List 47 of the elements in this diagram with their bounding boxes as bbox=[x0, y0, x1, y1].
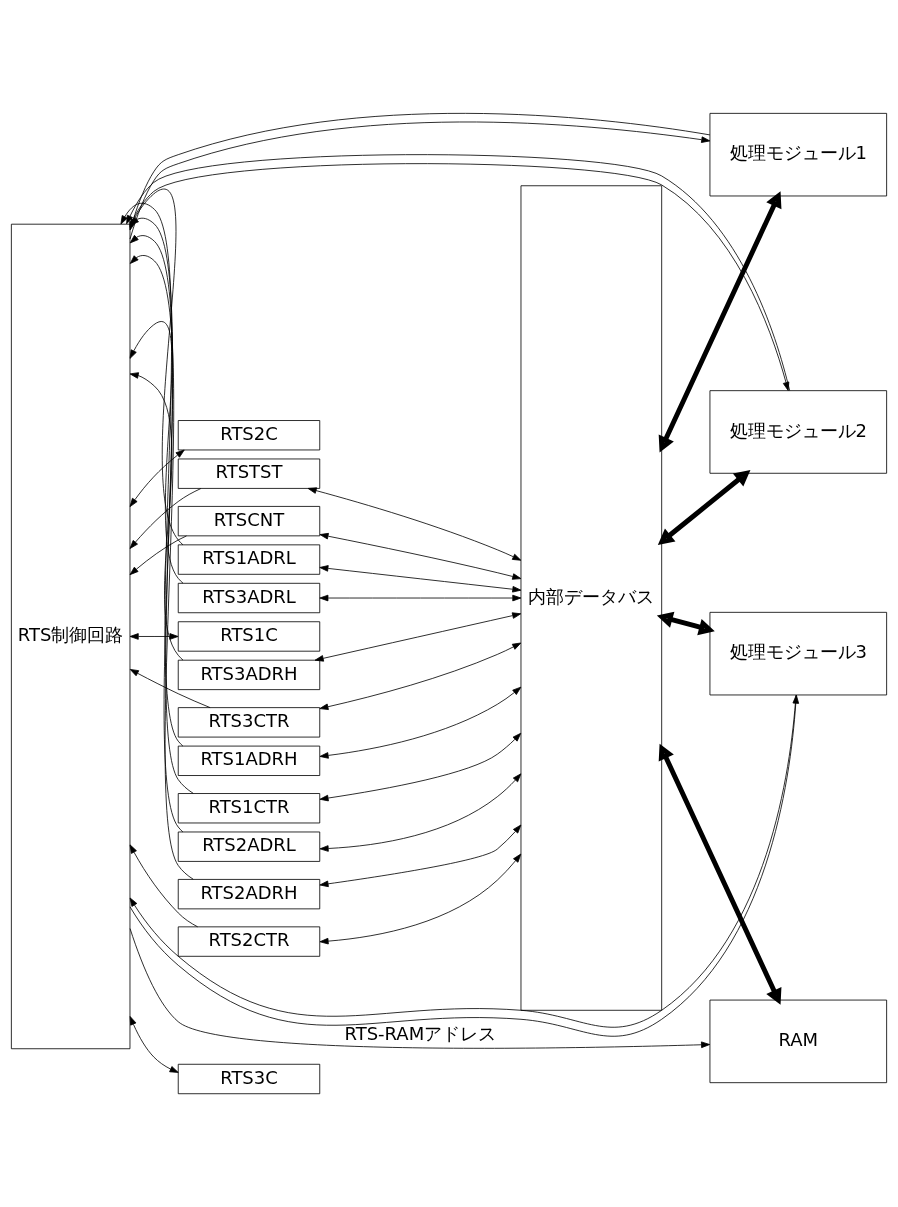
arrow bbox=[129, 1016, 179, 1073]
arrow bbox=[319, 532, 522, 580]
arrow bbox=[319, 642, 522, 710]
node-box: RTS2ADRH bbox=[177, 879, 321, 910]
node-box: RAM bbox=[709, 999, 888, 1084]
node-box: RTS1ADRH bbox=[177, 745, 321, 776]
node-box: 内部データバス bbox=[520, 185, 663, 1011]
arrow bbox=[657, 470, 751, 545]
node-box: RTSCNT bbox=[177, 506, 321, 537]
arrow bbox=[319, 686, 522, 759]
arrow bbox=[319, 565, 522, 593]
node-box: RTS2CTR bbox=[177, 926, 321, 957]
node-box: RTS1C bbox=[177, 621, 321, 652]
edge-label: RTS-RAMアドレス bbox=[344, 1023, 497, 1045]
arrow bbox=[129, 488, 202, 549]
arrow bbox=[129, 633, 179, 640]
node-box: RTS制御回路 bbox=[10, 223, 131, 1050]
node-box: 処理モジュール1 bbox=[709, 112, 888, 197]
arrow bbox=[129, 535, 187, 576]
node-box: RTS3ADRL bbox=[177, 582, 321, 614]
arrow bbox=[319, 773, 522, 852]
arrow bbox=[129, 255, 194, 880]
arrow bbox=[314, 612, 522, 662]
node-box: RTSTST bbox=[177, 458, 321, 489]
arrow bbox=[319, 732, 522, 802]
arrow bbox=[129, 234, 184, 833]
node-box: RTS3CTR bbox=[177, 707, 321, 738]
arrow bbox=[129, 928, 711, 1049]
arrow bbox=[307, 487, 522, 561]
arrow bbox=[120, 202, 184, 747]
node-box: 処理モジュール3 bbox=[709, 611, 888, 696]
arrow bbox=[656, 611, 715, 636]
arrow bbox=[129, 321, 184, 584]
arrow bbox=[129, 449, 185, 507]
node-box: RTS3C bbox=[177, 1063, 321, 1095]
node-box: RTS2ADRL bbox=[177, 831, 321, 862]
node-box: RTS1CTR bbox=[177, 793, 321, 824]
arrow bbox=[658, 191, 782, 453]
node-box: RTS1ADRL bbox=[177, 544, 321, 575]
node-box: RTS2C bbox=[177, 420, 321, 451]
arrow bbox=[319, 853, 522, 945]
arrow bbox=[129, 372, 184, 661]
arrow bbox=[319, 594, 522, 602]
arrow bbox=[319, 824, 522, 888]
node-box: 処理モジュール2 bbox=[709, 390, 888, 474]
arrow bbox=[658, 743, 782, 1005]
node-box: RTS3ADRH bbox=[177, 659, 321, 691]
